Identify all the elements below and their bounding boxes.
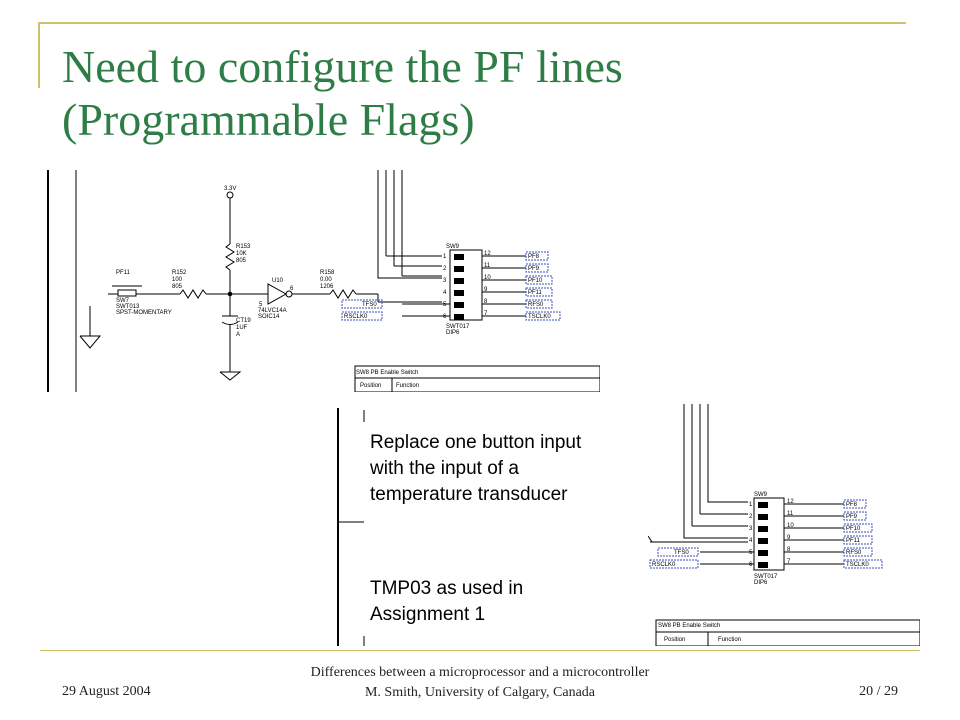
inset-table-col-function: Function (718, 637, 741, 643)
switch-type: DIP6 (446, 330, 460, 336)
inset-table-caption: SW8 PB Enable Switch (658, 623, 720, 629)
inset-pin-r1: 12 (787, 499, 794, 505)
inset-net-pf9: PF9 (846, 514, 858, 520)
net-pf8: PF8 (528, 254, 540, 260)
buffer-pkg: SOIC14 (258, 314, 280, 320)
inset-pin-r2: 11 (787, 511, 794, 517)
net-pf11: PF11 (528, 290, 543, 296)
notes-frame (336, 408, 366, 646)
r153-pkg: 805 (236, 258, 247, 264)
switch-pin-l1: 1 (443, 254, 447, 260)
inset-pin-l5: 5 (749, 550, 753, 556)
replace-note: Replace one button input with the input … (370, 430, 581, 508)
footer-course-line-1: Differences between a microprocessor and… (310, 665, 650, 680)
inset-net-rsclk0: RSCLK0 (652, 562, 676, 568)
inset-pin-l6: 6 (749, 562, 753, 568)
cap-val: 1UF (236, 325, 248, 331)
inset-table-col-position: Position (664, 637, 685, 643)
title-line-2: (Programmable Flags) (62, 94, 475, 145)
inset-net-tfs0: TFS0 (674, 550, 689, 556)
switch-pin-r2: 11 (484, 263, 491, 269)
title-line-1: Need to configure the PF lines (62, 41, 623, 92)
tmp03-line-2: Assignment 1 (370, 604, 486, 625)
switch-pin-l5: 5 (443, 302, 447, 308)
schematic-inset: SW9 SWT017 DIP6 1 2 3 4 5 6 12 11 10 9 8… (648, 402, 920, 646)
switch-pin-r4: 9 (484, 287, 488, 293)
footer-date: 29 August 2004 (62, 684, 151, 699)
table-caption: SW8 PB Enable Switch (356, 370, 418, 376)
schematic-inset-drawing: SW9 SWT017 DIP6 1 2 3 4 5 6 12 11 10 9 8… (648, 404, 920, 646)
inset-net-rfs0: RFS0 (846, 550, 862, 556)
switch-pin-r3: 10 (484, 275, 491, 281)
footer-course-line-2: M. Smith, University of Calgary, Canada (364, 685, 596, 700)
r153-ref: R153 (236, 244, 251, 250)
r158-val: 0.00 (320, 277, 332, 283)
schematic-main-drawing: 3.3V R153 10K 805 R152 100 805 R158 0.00… (47, 170, 600, 392)
switch-pin-r5: 8 (484, 299, 488, 305)
inset-pin-r5: 8 (787, 547, 791, 553)
inset-pin-r4: 9 (787, 535, 791, 541)
r158-ref: R158 (320, 270, 335, 276)
replace-line-2: with the input of a (370, 458, 519, 479)
footer-course: Differences between a microprocessor and… (260, 663, 700, 703)
tmp03-note: TMP03 as used in Assignment 1 (370, 576, 523, 628)
left-rule (38, 22, 40, 88)
net-rsclk0: RSCLK0 (344, 314, 368, 320)
r152-ref: R152 (172, 270, 187, 276)
page-number: 20 / 29 (859, 684, 898, 699)
replace-line-3: temperature transducer (370, 484, 568, 505)
table-col-position: Position (360, 383, 381, 389)
inset-pin-r6: 7 (787, 559, 791, 565)
net-tfs0: TFS0 (362, 302, 377, 308)
r158-pkg: 1206 (320, 284, 334, 290)
buffer-ref: U10 (272, 278, 284, 284)
buffer-part: 74LVC14A (258, 308, 287, 314)
switch-pin-l2: 2 (443, 266, 447, 272)
switch-part: SWT017 (446, 324, 470, 330)
r153-val: 10K (236, 251, 247, 257)
tmp03-line-1: TMP03 as used in (370, 578, 524, 599)
switch-pin-r6: 7 (484, 311, 488, 317)
footer-rule (40, 650, 920, 651)
button-net: PF11 (116, 270, 131, 276)
inset-switch-part: SWT017 (754, 574, 778, 580)
slide-title: Need to configure the PF lines (Programm… (62, 40, 922, 146)
inset-pin-l1: 1 (749, 502, 753, 508)
switch-pin-l4: 4 (443, 290, 447, 296)
supply-label: 3.3V (224, 186, 236, 192)
buffer-pin-out: 6 (290, 286, 294, 292)
notes-frame-drawing (337, 408, 365, 646)
net-pf9: PF9 (528, 266, 540, 272)
inset-net-pf10: PF10 (846, 526, 861, 532)
inset-net-pf8: PF8 (846, 502, 858, 508)
switch-ref: SW9 (446, 244, 460, 250)
button-ref: SW7 (116, 298, 130, 304)
inset-net-tsclk0: TSCLK0 (846, 562, 869, 568)
button-type: SPST-MOMENTARY (116, 310, 172, 316)
inset-pin-l4: 4 (749, 538, 753, 544)
table-col-function: Function (396, 383, 419, 389)
net-rfs0: RFS0 (528, 302, 544, 308)
cap-ref: CT19 (236, 318, 251, 324)
switch-pin-l6: 6 (443, 314, 447, 320)
buffer-pin-in: 5 (259, 302, 263, 308)
inset-switch-type: DIP6 (754, 580, 768, 586)
r152-pkg: 805 (172, 284, 183, 290)
net-tsclk0: TSCLK0 (528, 314, 551, 320)
top-rule (40, 22, 906, 24)
cap-pkg: A (236, 332, 240, 338)
button-part: SWT013 (116, 304, 140, 310)
inset-net-pf11: PF11 (846, 538, 861, 544)
inset-pin-l3: 3 (749, 526, 753, 532)
net-pf10: PF10 (528, 278, 543, 284)
inset-pin-r3: 10 (787, 523, 794, 529)
replace-line-1: Replace one button input (370, 432, 582, 453)
switch-pin-r1: 12 (484, 251, 491, 257)
inset-switch-ref: SW9 (754, 492, 768, 498)
switch-pin-l3: 3 (443, 278, 447, 284)
inset-pin-l2: 2 (749, 514, 753, 520)
schematic-main: 3.3V R153 10K 805 R152 100 805 R158 0.00… (40, 166, 600, 392)
r152-val: 100 (172, 277, 183, 283)
